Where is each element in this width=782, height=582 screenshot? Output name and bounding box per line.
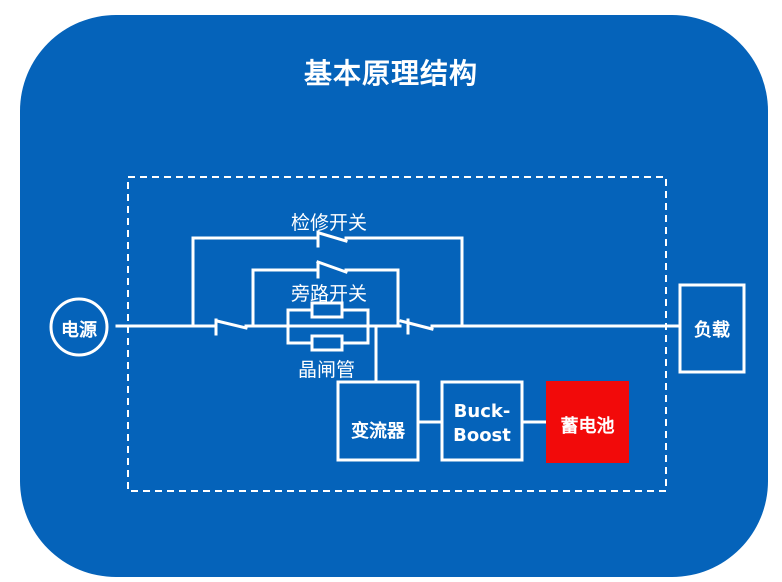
buck-boost-label-line1: Buck- xyxy=(453,401,511,422)
maintenance-switch-blade xyxy=(317,231,348,243)
buck-boost-box xyxy=(440,380,524,462)
buck-boost-label-line2: Boost xyxy=(453,425,511,446)
power-source-label: 电源 xyxy=(61,320,97,341)
battery-box xyxy=(546,381,629,463)
thyristor-label: 晶闸管 xyxy=(298,359,356,381)
bypass-switch-blade xyxy=(316,260,348,274)
load-box xyxy=(678,283,746,374)
diagram-panel xyxy=(20,15,768,577)
system-boundary xyxy=(127,176,667,492)
converter-box xyxy=(336,380,420,462)
battery-label: 蓄电池 xyxy=(560,416,615,437)
bypass-switch-label: 旁路开关 xyxy=(291,283,368,305)
load-label: 负载 xyxy=(694,320,730,341)
maintenance-switch-label: 检修开关 xyxy=(291,212,368,234)
output-switch-blade xyxy=(399,319,434,331)
converter-label: 变流器 xyxy=(351,421,405,442)
diagram-title: 基本原理结构 xyxy=(303,57,478,90)
power-source-node xyxy=(49,297,109,357)
input-switch-blade xyxy=(215,319,248,330)
thyristor-upper xyxy=(310,301,344,319)
thyristor-lower xyxy=(310,334,344,352)
